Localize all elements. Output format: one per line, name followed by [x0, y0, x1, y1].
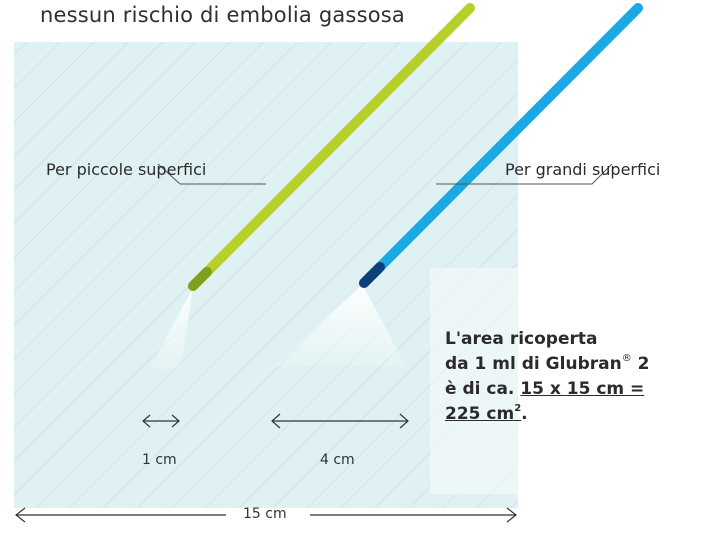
total-width-label: 15 cm	[243, 506, 287, 522]
total-width-arrow	[15, 507, 517, 523]
info-line-3: è di ca. 15 x 15 cm =	[445, 379, 645, 399]
small-spray-cone	[150, 288, 193, 372]
small-label-leader	[157, 163, 266, 185]
info-line-2: da 1 ml di Glubran® 2	[445, 353, 650, 375]
info-line-1: L'area ricoperta	[445, 329, 598, 349]
small-width-arrow	[142, 414, 180, 428]
coverage-area	[14, 42, 518, 508]
small-surface-label: Per piccole superfici	[46, 160, 207, 179]
small-applicator-tip	[188, 3, 475, 291]
large-applicator-end	[359, 262, 385, 288]
large-spray-cone	[276, 284, 406, 366]
small-width-label: 1 cm	[142, 452, 177, 468]
registered-mark: ®	[621, 353, 632, 364]
large-applicator-tip	[359, 3, 643, 288]
info-line-4: 225 cm2.	[445, 403, 528, 425]
small-applicator-end	[188, 267, 212, 291]
coverage-info-text: L'area ricoperta da 1 ml di Glubran® 2 è…	[445, 327, 649, 427]
large-surface-label: Per grandi superfici	[505, 160, 661, 179]
large-width-label: 4 cm	[320, 452, 355, 468]
large-width-arrow	[271, 413, 409, 429]
large-label-leader	[436, 163, 613, 185]
page-title: nessun rischio di embolia gassosa	[40, 3, 405, 27]
info-panel	[430, 268, 602, 494]
